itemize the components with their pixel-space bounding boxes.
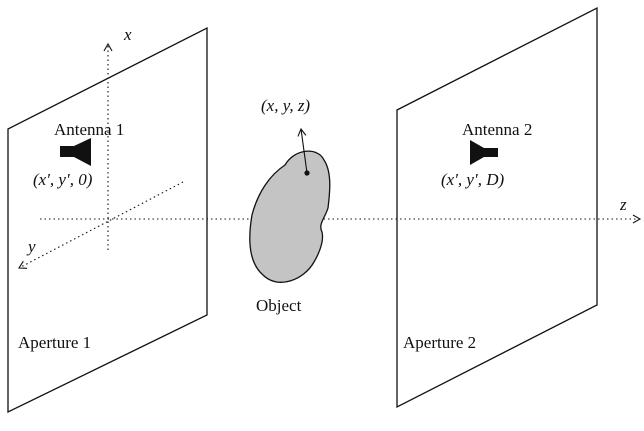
axis-x-label: x — [123, 25, 132, 44]
horn-antenna-icon — [60, 138, 91, 166]
aperture-2-plane — [396, 6, 598, 409]
axis-y-label: y — [26, 237, 36, 256]
object-blob-shape — [249, 150, 331, 283]
antenna-1-label: Antenna 1 — [54, 120, 124, 139]
object-point-label: (x, y, z) — [261, 96, 310, 115]
aperture-2-label: Aperture 2 — [403, 333, 476, 352]
aperture-1-label: Aperture 1 — [18, 333, 91, 352]
axis-z-label: z — [619, 195, 627, 214]
antenna-2-label: Antenna 2 — [462, 120, 532, 139]
object-point-arrow — [297, 127, 308, 174]
antenna-2-coordinates: (x′, y′, D) — [441, 170, 504, 189]
antenna-1-coordinates: (x′, y′, 0) — [33, 170, 93, 189]
aperture-1-plane — [7, 26, 208, 414]
horn-antenna-icon — [470, 140, 498, 165]
object-label: Object — [256, 296, 302, 315]
y-axis — [18, 181, 184, 269]
